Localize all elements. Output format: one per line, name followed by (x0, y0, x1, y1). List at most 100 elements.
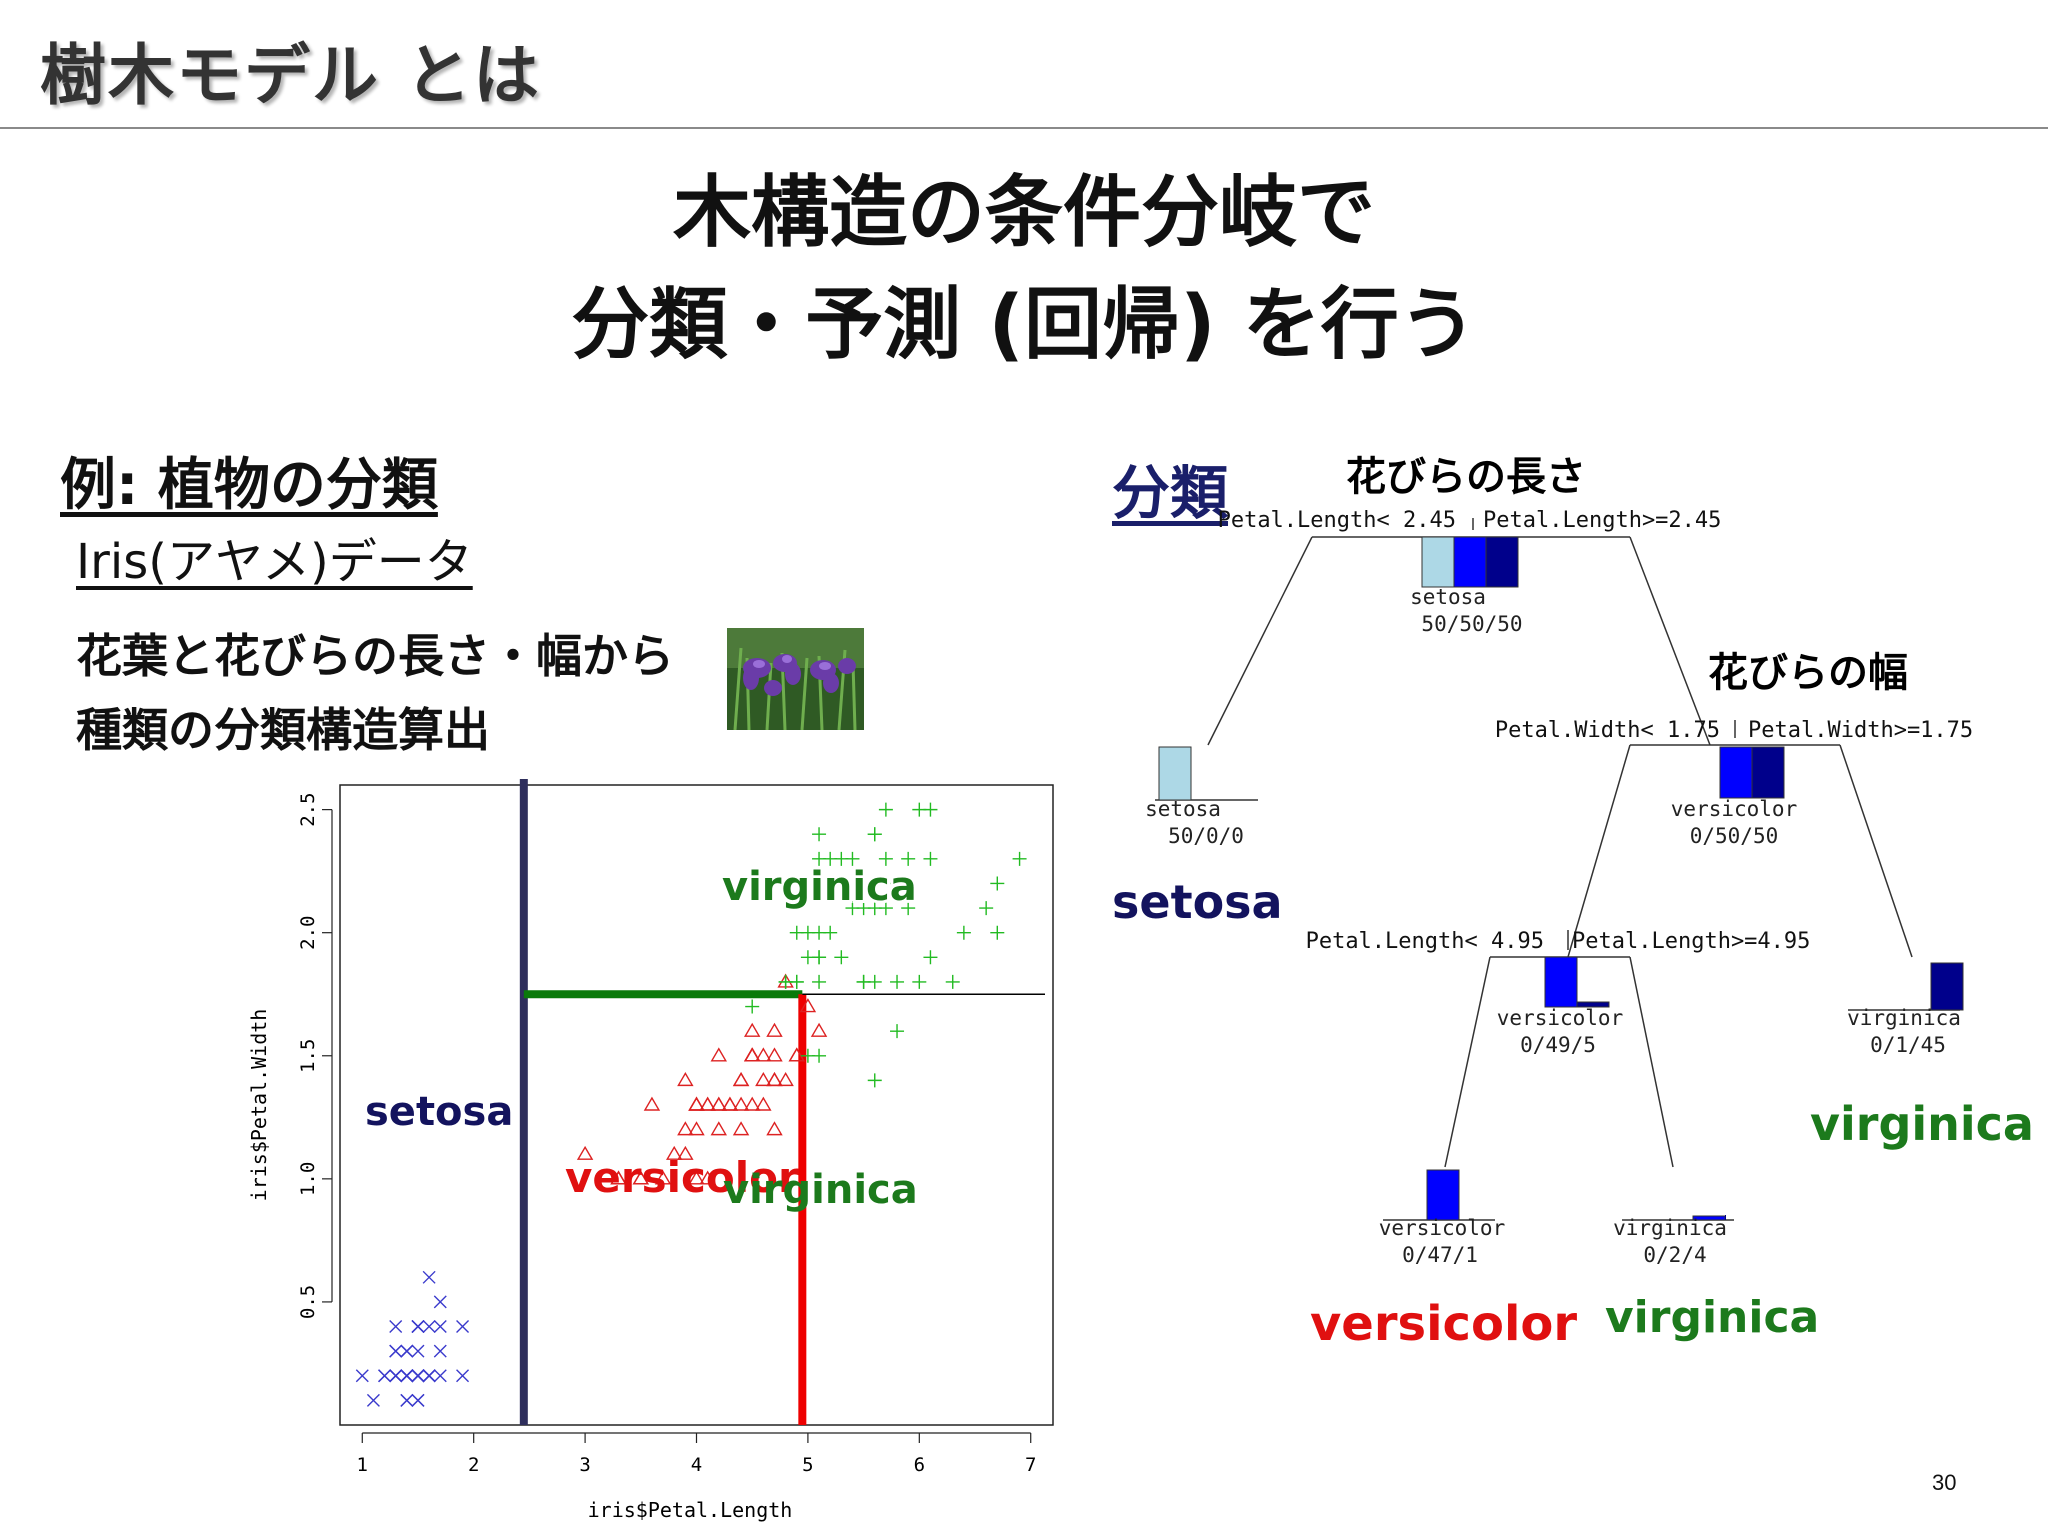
versicolor-point (699, 1170, 716, 1185)
region-label-virginica-right: virginica (723, 1167, 918, 1213)
setosa-point (389, 1369, 403, 1383)
setosa-point (433, 1369, 447, 1383)
versicolor-point (677, 1121, 694, 1136)
tree-heading: 分類 (1112, 459, 1229, 527)
root-node-label: setosa (1410, 585, 1486, 609)
root-feature-label: 花びらの長さ (1346, 454, 1586, 500)
x-tick-label: 4 (691, 1454, 702, 1476)
x-axis-title: iris$Petal.Length (588, 1498, 793, 1522)
y-axis: 0.51.01.52.02.5 (297, 792, 333, 1319)
split-low-left: Petal.Length< 4.95 (1306, 929, 1544, 954)
virginica-point (834, 950, 849, 965)
setosa-point (433, 1344, 447, 1358)
root-node-counts: 50/50/50 (1421, 612, 1522, 636)
versicolor-point (654, 1170, 672, 1185)
virginica-point (856, 974, 871, 989)
x-tick-label: 1 (357, 1454, 368, 1476)
versicolor-point (766, 1071, 783, 1087)
y-tick-label: 0.5 (297, 1285, 319, 1319)
versicolor-point (688, 1121, 705, 1136)
y-tick-label: 1.5 (297, 1039, 319, 1073)
versicolor-point (710, 1047, 727, 1062)
virginica-point (823, 925, 838, 940)
versicolor-point (755, 1071, 772, 1087)
setosa-point (378, 1369, 392, 1383)
slide-title: 樹木モデル とは (40, 37, 541, 114)
virginica-leaf2-label: virginica (1613, 1216, 1727, 1240)
virginica-point (867, 901, 882, 916)
virginica-point (823, 851, 838, 866)
virginica-point (745, 999, 760, 1014)
y-tick-label: 2.5 (297, 792, 319, 826)
versicolor-point (788, 1047, 805, 1062)
virginica-point (800, 950, 815, 965)
region-label-setosa: setosa (365, 1089, 513, 1135)
split-mid-right: Petal.Width>=1.75 (1748, 718, 1973, 743)
setosa-point (400, 1344, 414, 1358)
setosa-point (411, 1393, 425, 1407)
headline-line-1: 木構造の条件分岐で (672, 168, 1375, 258)
virginica-point (812, 974, 827, 989)
versicolor-point (721, 1096, 739, 1111)
result-setosa: setosa (1112, 875, 1283, 929)
virginica-point (990, 876, 1005, 891)
description-line-1: 花葉と花びらの長さ・幅から (76, 629, 674, 683)
split-low-right: Petal.Length>=4.95 (1572, 929, 1810, 954)
virginica-leaf2-counts: 0/2/4 (1643, 1243, 1706, 1267)
setosa-point (389, 1320, 403, 1334)
setosa-point (456, 1320, 470, 1334)
versicolor-sub-label: versicolor (1497, 1006, 1623, 1030)
x-tick-label: 5 (802, 1454, 813, 1476)
virginica-point (867, 827, 882, 842)
region-label-virginica-top: virginica (722, 864, 917, 910)
versicolor-point (688, 1170, 705, 1185)
setosa-point (456, 1369, 470, 1383)
result-versicolor: versicolor (1310, 1296, 1577, 1352)
x-tick-label: 3 (579, 1454, 590, 1476)
region-label-versicolor: versicolor (565, 1153, 799, 1202)
setosa-point (389, 1344, 403, 1358)
setosa-point (422, 1270, 436, 1284)
versicolor-leaf-histogram (1426, 1169, 1460, 1221)
versicolor-point (810, 1022, 828, 1037)
versicolor-point (743, 1047, 761, 1062)
description-line-2: 種類の分類構造算出 (76, 703, 490, 757)
iris-flower-photo (727, 628, 864, 730)
setosa-point (400, 1369, 414, 1383)
versicolor-point (610, 1170, 627, 1185)
virginica-point (778, 974, 793, 989)
versicolor-point (732, 1071, 750, 1087)
versicolor-point (766, 1047, 783, 1062)
x-tick-label: 7 (1025, 1454, 1036, 1476)
split-mid-left: Petal.Width< 1.75 (1495, 718, 1720, 743)
virginica-point (1012, 851, 1027, 866)
tree-edges (1155, 518, 1960, 1221)
versicolor-point (710, 1121, 727, 1136)
setosa-point (411, 1369, 425, 1383)
virginica-point (956, 925, 971, 940)
setosa-leaf-label: setosa (1145, 797, 1221, 821)
root-node-histogram (1421, 536, 1519, 588)
setosa-point (411, 1344, 425, 1358)
virginica-point (789, 925, 804, 940)
versicolor-node-histogram (1719, 746, 1785, 799)
title-divider (0, 127, 2048, 129)
decision-boundaries (519, 779, 1045, 1425)
versicolor-point (743, 1022, 761, 1037)
data-points (355, 802, 1027, 1407)
setosa-point (366, 1393, 380, 1407)
setosa-point (422, 1320, 436, 1334)
versicolor-point (710, 1096, 727, 1111)
versicolor-point (732, 1096, 750, 1111)
versicolor-point (766, 1022, 783, 1037)
virginica-point (878, 851, 893, 866)
virginica-point (845, 851, 860, 866)
y-tick-label: 1.0 (297, 1162, 319, 1196)
x-tick-label: 2 (468, 1454, 479, 1476)
versicolor-point (799, 998, 817, 1013)
versicolor-point (755, 1096, 772, 1111)
headline-line-2: 分類・予測 (回帰) を行う (571, 280, 1477, 370)
virginica-point (890, 1024, 905, 1039)
setosa-leaf-histogram (1158, 746, 1192, 801)
example-heading: 例: 植物の分類 (60, 453, 438, 518)
